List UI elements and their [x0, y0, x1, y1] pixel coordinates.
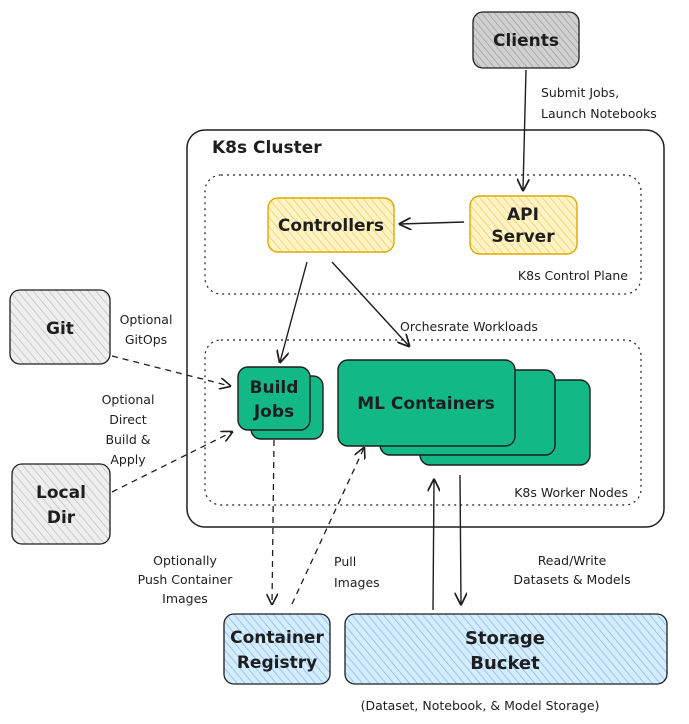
arrow-registry-ml: [291, 448, 364, 605]
build-jobs-label-line2: Jobs: [253, 402, 294, 422]
container-registry-label-line2: Registry: [237, 653, 317, 673]
local-dir-label-line1: Local: [36, 483, 86, 503]
orchestrate-label: Orchesrate Workloads: [400, 319, 538, 334]
gitops-label-line2: GitOps: [125, 332, 167, 347]
push-label-line3: Images: [162, 591, 208, 606]
arrow-storage-ml: [433, 480, 434, 611]
control-plane-label: K8s Control Plane: [518, 268, 628, 283]
submit-label-line1: Submit Jobs,: [541, 85, 619, 100]
storage-bucket-label-line2: Bucket: [470, 653, 540, 674]
ml-containers-label: ML Containers: [357, 394, 495, 414]
k8s-cluster-title: K8s Cluster: [212, 138, 322, 158]
git-box: [9, 289, 111, 365]
k8s-cluster-box: [186, 129, 665, 528]
pull-label-line2: Images: [334, 575, 380, 590]
storage-bucket-caption: (Dataset, Notebook, & Model Storage): [361, 698, 600, 713]
local-dir-box: [11, 463, 111, 545]
arrow-controllers-ml: [331, 261, 409, 346]
direct-build-label-line4: Apply: [110, 452, 146, 467]
api-server-box: [469, 195, 578, 255]
readwrite-label-line1: Read/Write: [538, 553, 607, 568]
build-jobs-label-line1: Build: [250, 378, 299, 398]
readwrite-label-line2: Datasets & Models: [513, 572, 630, 587]
worker-nodes-label: K8s Worker Nodes: [514, 485, 628, 500]
storage-bucket-box: [344, 613, 668, 685]
container-registry-label-line1: Container: [230, 628, 324, 648]
ml-containers-box: [337, 359, 516, 447]
local-dir-label-line2: Dir: [47, 508, 76, 528]
clients-box: [472, 11, 580, 69]
pull-label-line1: Pull: [334, 554, 356, 569]
clients-label: Clients: [493, 31, 559, 51]
submit-label-line2: Launch Notebooks: [541, 106, 657, 121]
arrow-controllers-buildjobs: [280, 261, 308, 362]
arrow-ml-storage: [460, 474, 461, 604]
arrow-clients-api: [523, 69, 526, 190]
gitops-label-line1: Optional: [120, 312, 173, 327]
api-server-label-line1: API: [507, 205, 539, 225]
arrow-git-buildjobs: [111, 355, 230, 386]
arrow-buildjobs-registry: [272, 439, 274, 604]
controllers-box: [267, 197, 395, 253]
push-label-line2: Push Container: [138, 572, 234, 587]
push-label-line1: Optionally: [153, 553, 217, 568]
direct-build-label-line3: Build &: [105, 432, 150, 447]
git-label: Git: [46, 319, 74, 339]
controllers-label: Controllers: [278, 216, 384, 236]
storage-bucket-label-line1: Storage: [465, 628, 545, 649]
container-registry-box: [223, 613, 331, 685]
api-server-label-line2: Server: [491, 227, 555, 247]
build-jobs-box: [237, 366, 311, 431]
arrow-localdir-buildjobs: [111, 432, 232, 493]
direct-build-label-line2: Direct: [109, 412, 147, 427]
arrow-api-controllers: [400, 222, 465, 224]
direct-build-label-line1: Optional: [102, 392, 155, 407]
